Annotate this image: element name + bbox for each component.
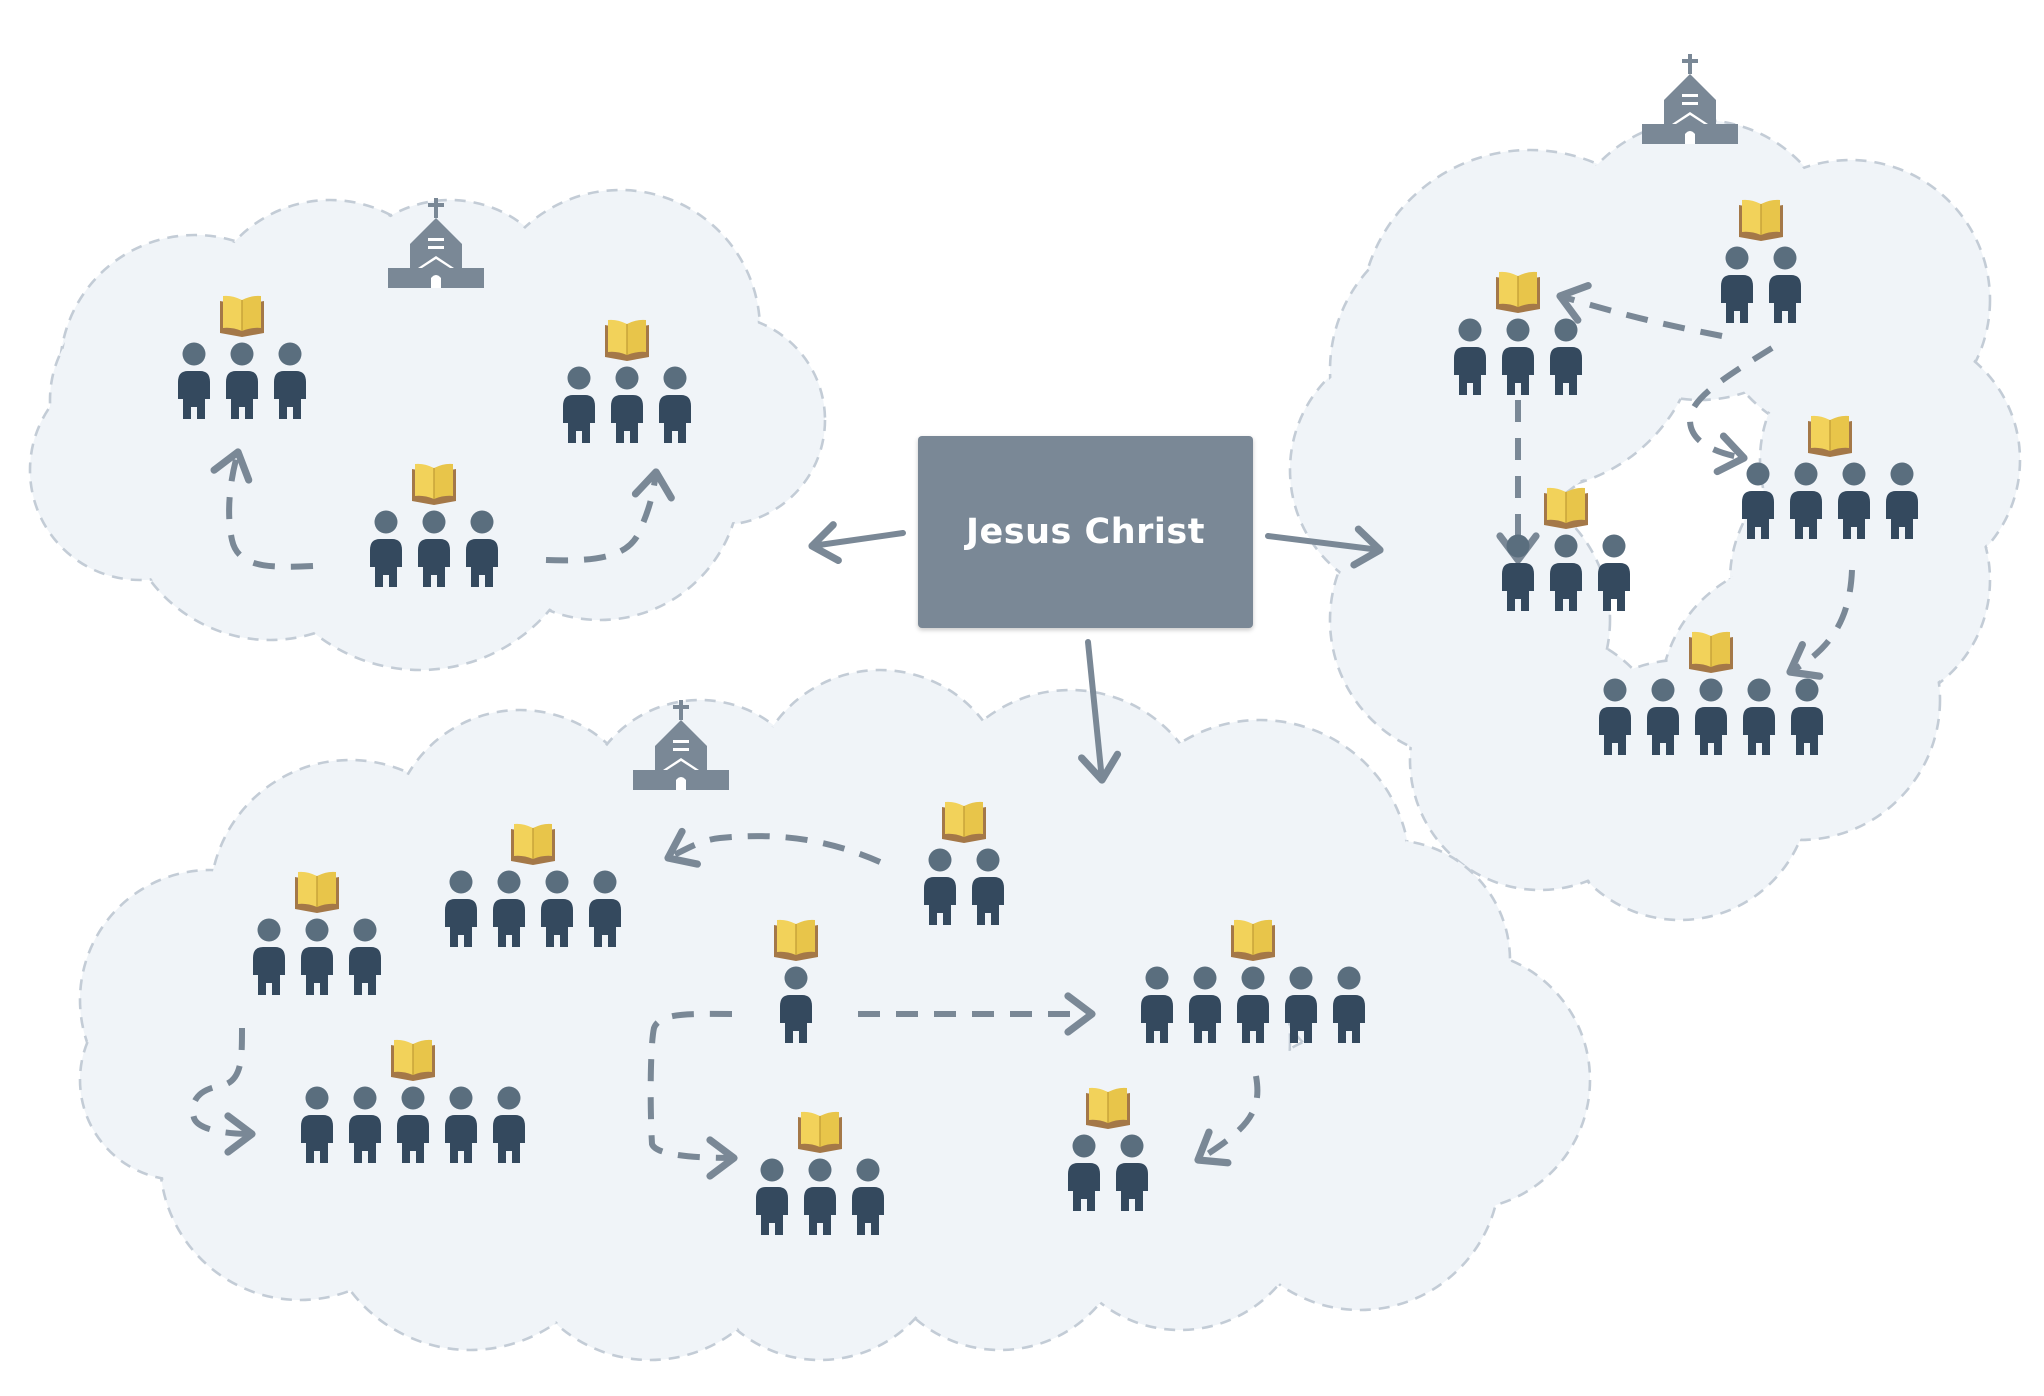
bible-icon	[797, 1111, 843, 1154]
arrow-icon	[808, 521, 906, 565]
center-node: Jesus Christ	[918, 436, 1253, 628]
arrow-icon	[1078, 639, 1122, 784]
bible-icon	[1495, 271, 1541, 314]
flow-arrow	[647, 1010, 738, 1180]
bible-icon	[604, 319, 650, 362]
bible-icon	[773, 919, 819, 962]
bible-icon	[411, 463, 457, 506]
bible-icon	[1543, 487, 1589, 530]
bible-icon	[1807, 415, 1853, 458]
flow-arrow	[210, 448, 314, 570]
arrow-icon	[1265, 525, 1384, 569]
flow-arrow	[1556, 282, 1723, 339]
flow-arrows	[189, 282, 1855, 1180]
bible-icon	[219, 295, 265, 338]
bible-icon	[510, 823, 556, 866]
bible-icon	[941, 801, 987, 844]
bible-icon	[1688, 631, 1734, 674]
flow-arrow	[189, 1027, 256, 1156]
bible-icon	[1085, 1087, 1131, 1130]
bible-icon	[390, 1039, 436, 1082]
flow-arrow	[664, 827, 882, 868]
church-icon	[1642, 54, 1738, 144]
flow-arrow	[1786, 569, 1855, 680]
bible-icon	[1738, 199, 1784, 242]
flow-arrow	[1686, 345, 1774, 476]
bible-icon	[1230, 919, 1276, 962]
flow-arrow	[1194, 1075, 1261, 1167]
bible-icon	[294, 871, 340, 914]
center-label: Jesus Christ	[966, 512, 1205, 552]
cloud-bottom	[78, 668, 1592, 1362]
